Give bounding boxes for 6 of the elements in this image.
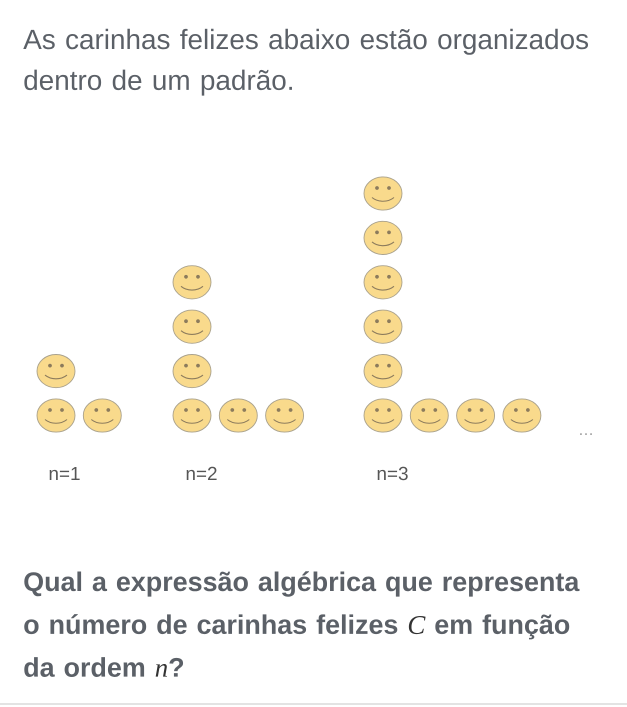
- figure-label: n=1: [50, 466, 80, 480]
- ellipsis: …: [580, 433, 592, 435]
- figure-label: n=2: [186, 466, 217, 480]
- question-text: Qual a expressão algébrica que representa o número de carinhas felizes C em função da ordem n?: [24, 571, 580, 677]
- figure-label: n=3: [378, 466, 408, 480]
- paragraph-text: As carinhas felizes abaixo estão organizados dentro de um padrão.: [23, 28, 588, 96]
